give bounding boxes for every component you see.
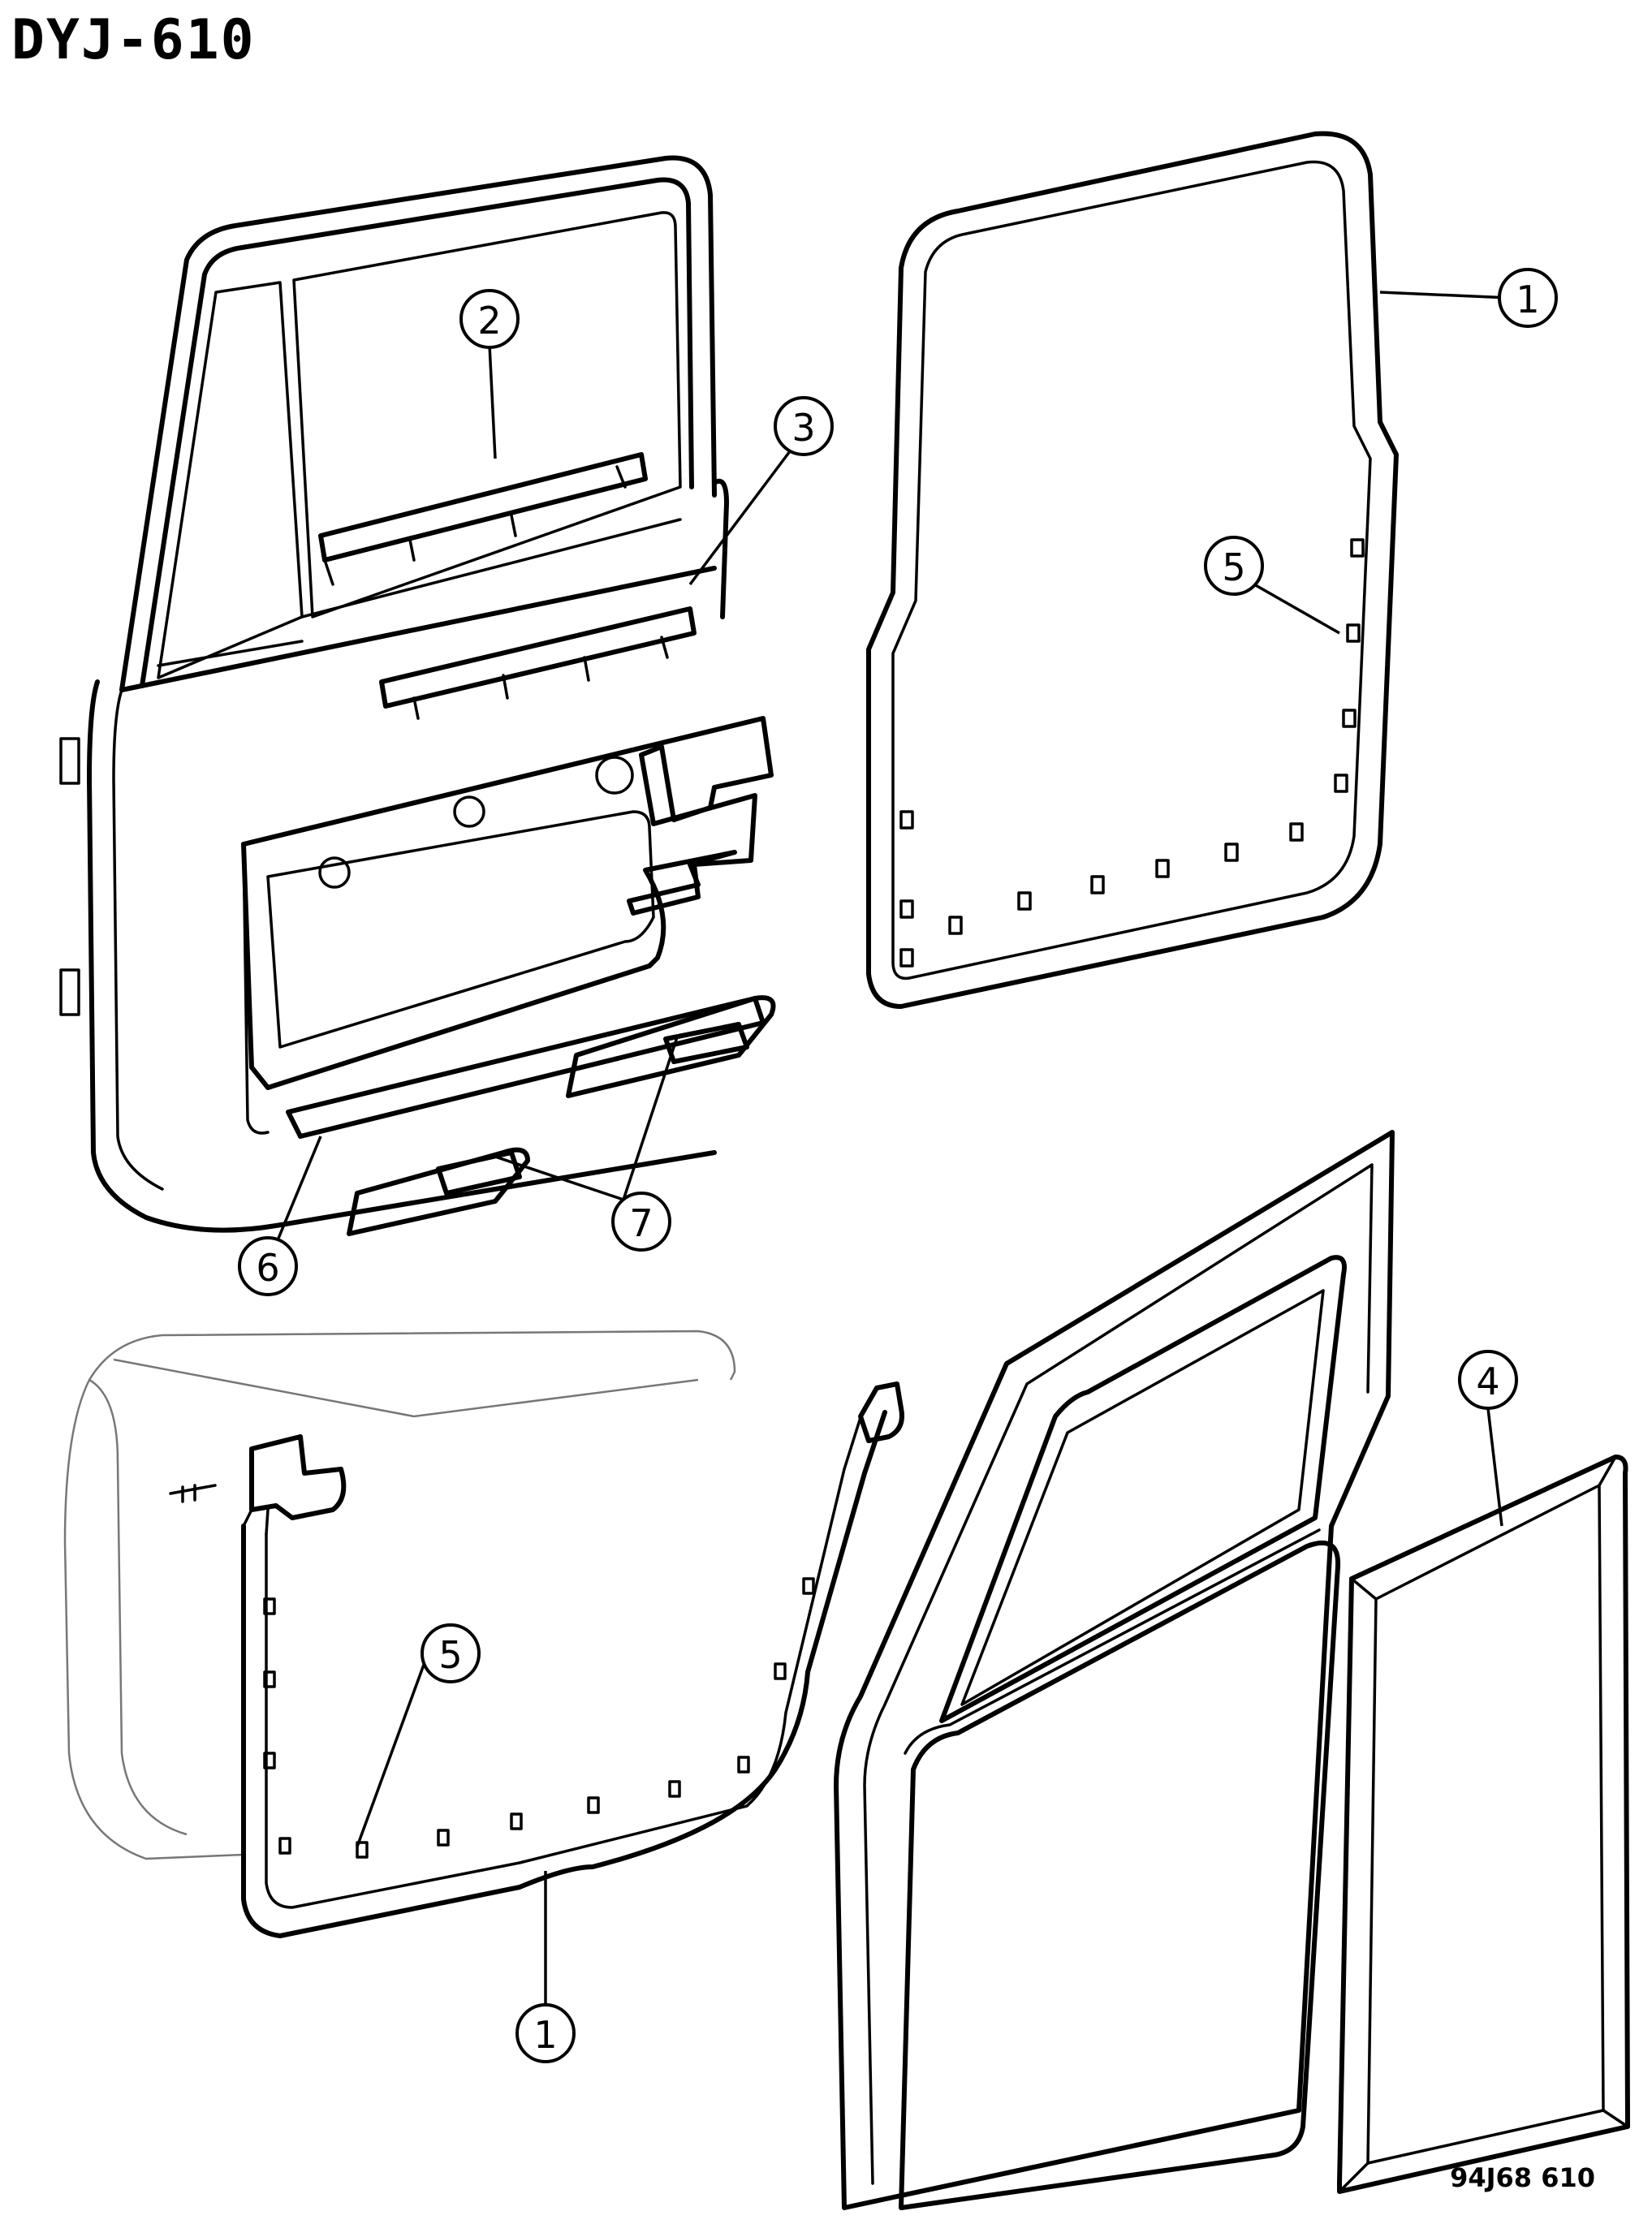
weatherstrip-lower <box>169 1381 904 1938</box>
leader-lines <box>276 291 1511 2005</box>
callout-7-label: 7 <box>629 1201 653 1245</box>
diagram-id: DYJ-610 <box>11 8 256 72</box>
callout-7: 7 <box>611 1192 671 1252</box>
callout-5-lower-label: 5 <box>438 1633 462 1677</box>
callout-1-upper: 1 <box>1498 268 1558 328</box>
callout-5-upper-label: 5 <box>1222 545 1245 589</box>
callout-1-lower: 1 <box>515 2003 576 2063</box>
callout-6-label: 6 <box>256 1246 279 1290</box>
door-trim-panel <box>241 716 774 1139</box>
callout-5-upper: 5 <box>1204 536 1264 596</box>
door-shell-upper <box>59 155 729 1233</box>
kick-pad-left <box>347 1147 530 1236</box>
callout-3-label: 3 <box>791 406 815 450</box>
kick-pad-right <box>566 995 776 1098</box>
door-body-ghost <box>63 1330 736 1860</box>
callout-2-label: 2 <box>477 299 501 343</box>
callout-6: 6 <box>238 1236 298 1296</box>
callout-1-lower-label: 1 <box>533 2013 557 2057</box>
callout-4-label: 4 <box>1476 1360 1499 1403</box>
figure-code: 94J68 610 <box>1450 2162 1595 2193</box>
callout-3: 3 <box>774 396 834 456</box>
weatherstrip-upper <box>866 131 1399 1009</box>
door-outer-panel <box>834 1130 1395 2210</box>
glass-seal <box>1337 1455 1630 2194</box>
callout-5-lower: 5 <box>421 1623 481 1683</box>
callout-2: 2 <box>459 289 520 349</box>
callout-4: 4 <box>1458 1350 1518 1410</box>
callout-1-upper-label: 1 <box>1516 278 1539 321</box>
